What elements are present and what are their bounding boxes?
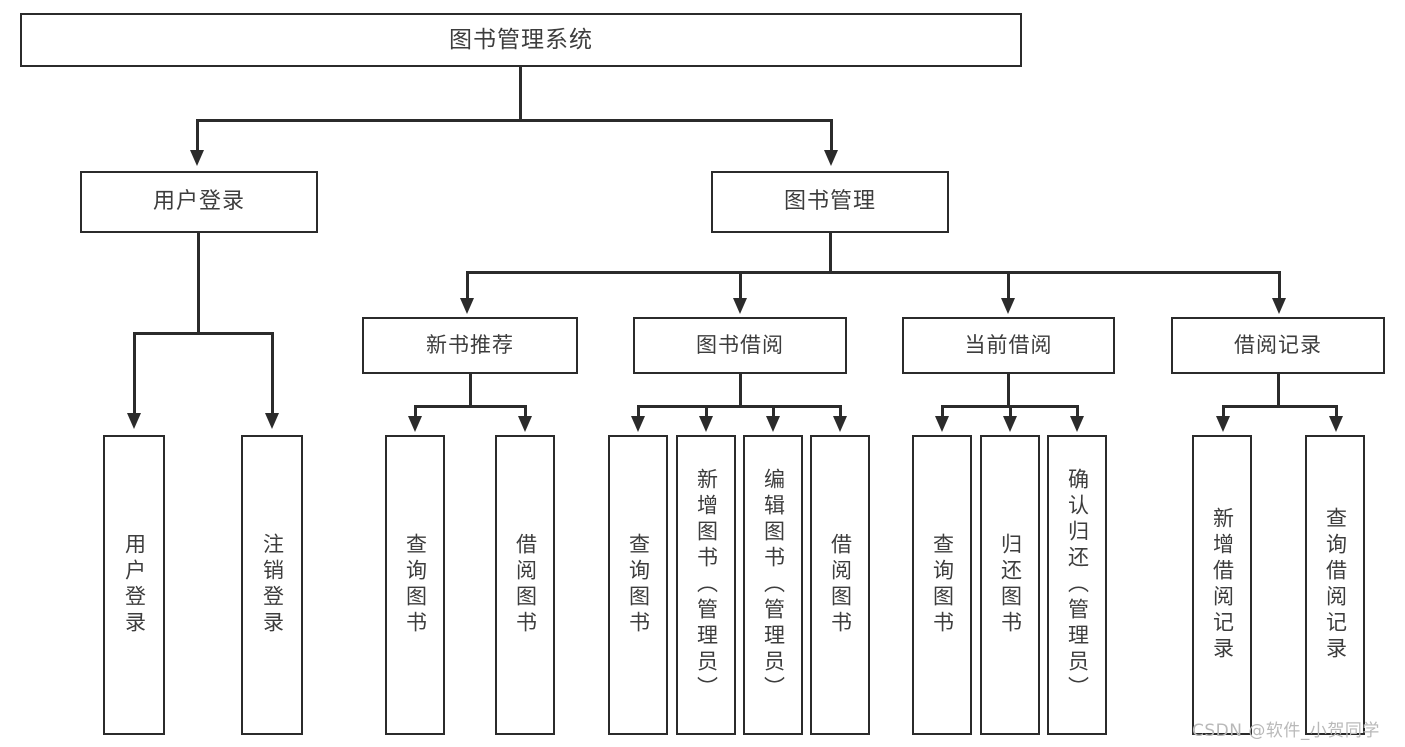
- node-book-manage[interactable]: 图书管理: [711, 171, 949, 233]
- arrowhead-leaf-return-book: [1003, 416, 1017, 432]
- arrowhead-leaf-query-record: [1329, 416, 1343, 432]
- connector-to-leaf-user-login: [133, 332, 136, 414]
- node-leaf-edit-book[interactable]: 编辑图书（管理员）: [743, 435, 803, 735]
- arrowhead-leaf-user-login: [127, 413, 141, 429]
- arrowhead-leaf-query-book-1: [408, 416, 422, 432]
- arrowhead-leaf-query-book-3: [935, 416, 949, 432]
- connector-to-leaf-return-book: [1009, 405, 1012, 417]
- arrowhead-current-borrow: [1001, 298, 1015, 314]
- arrowhead-book-manage: [824, 150, 838, 166]
- csdn-watermark: CSDN @软件_小贺同学: [1192, 721, 1380, 741]
- node-leaf-query-book-1-label: 查询图书: [403, 533, 428, 637]
- node-borrow-record[interactable]: 借阅记录: [1171, 317, 1385, 374]
- connector-user-login-bus: [133, 332, 273, 335]
- node-current-borrow[interactable]: 当前借阅: [902, 317, 1115, 374]
- node-root[interactable]: 图书管理系统: [20, 13, 1022, 67]
- arrowhead-leaf-add-record: [1216, 416, 1230, 432]
- node-leaf-borrow-book-2-label: 借阅图书: [828, 533, 853, 637]
- arrowhead-new-book-recommend: [460, 298, 474, 314]
- node-leaf-add-record-label: 新增借阅记录: [1210, 507, 1235, 663]
- node-leaf-confirm-return-label: 确认归还（管理员）: [1065, 468, 1090, 702]
- connector-to-leaf-user-logout: [271, 332, 274, 414]
- connector-to-book-borrow: [739, 271, 742, 299]
- node-leaf-confirm-return[interactable]: 确认归还（管理员）: [1047, 435, 1107, 735]
- connector-root-bus: [196, 119, 833, 122]
- arrowhead-leaf-edit-book: [766, 416, 780, 432]
- arrowhead-user-login: [190, 150, 204, 166]
- connector-borrow-record-bus: [1222, 405, 1337, 408]
- connector-to-leaf-add-record: [1222, 405, 1225, 417]
- connector-user-login-stem: [197, 233, 200, 334]
- node-leaf-query-book-2-label: 查询图书: [626, 533, 651, 637]
- node-leaf-query-record[interactable]: 查询借阅记录: [1305, 435, 1365, 735]
- arrowhead-leaf-confirm-return: [1070, 416, 1084, 432]
- connector-book-borrow-stem: [739, 374, 742, 407]
- node-leaf-query-book-3-label: 查询图书: [930, 533, 955, 637]
- node-new-book-recommend-label: 新书推荐: [426, 333, 514, 358]
- node-user-login-label: 用户登录: [152, 189, 245, 215]
- node-book-manage-label: 图书管理: [783, 189, 876, 215]
- node-leaf-user-logout-label: 注销登录: [260, 533, 285, 637]
- connector-to-leaf-query-book-3: [941, 405, 944, 417]
- node-leaf-add-record[interactable]: 新增借阅记录: [1192, 435, 1252, 735]
- connector-book-borrow-bus: [637, 405, 841, 408]
- connector-to-leaf-confirm-return: [1076, 405, 1079, 417]
- connector-to-leaf-borrow-book-2: [839, 405, 842, 417]
- connector-to-leaf-query-book-2: [637, 405, 640, 417]
- node-leaf-add-book-label: 新增图书（管理员）: [694, 468, 719, 702]
- arrowhead-leaf-add-book: [699, 416, 713, 432]
- node-leaf-user-logout[interactable]: 注销登录: [241, 435, 303, 735]
- arrowhead-leaf-user-logout: [265, 413, 279, 429]
- connector-root-to-user-login: [196, 119, 199, 151]
- connector-to-new-book-recommend: [466, 271, 469, 299]
- node-user-login[interactable]: 用户登录: [80, 171, 318, 233]
- node-leaf-query-book-1[interactable]: 查询图书: [385, 435, 445, 735]
- node-leaf-borrow-book-1-label: 借阅图书: [513, 533, 538, 637]
- node-leaf-borrow-book-2[interactable]: 借阅图书: [810, 435, 870, 735]
- connector-to-leaf-query-record: [1335, 405, 1338, 417]
- node-leaf-query-book-2[interactable]: 查询图书: [608, 435, 668, 735]
- connector-to-leaf-borrow-book-1: [524, 405, 527, 417]
- node-leaf-user-login[interactable]: 用户登录: [103, 435, 165, 735]
- connector-borrow-record-stem: [1277, 374, 1280, 407]
- node-new-book-recommend[interactable]: 新书推荐: [362, 317, 578, 374]
- connector-root-to-book-manage: [830, 119, 833, 151]
- node-leaf-edit-book-label: 编辑图书（管理员）: [761, 468, 786, 702]
- node-root-label: 图书管理系统: [449, 26, 593, 53]
- connector-to-current-borrow: [1007, 271, 1010, 299]
- connector-book-manage-stem: [829, 233, 832, 273]
- node-book-borrow-label: 图书借阅: [696, 333, 784, 358]
- node-leaf-add-book[interactable]: 新增图书（管理员）: [676, 435, 736, 735]
- connector-book-manage-bus: [466, 271, 1280, 274]
- node-book-borrow[interactable]: 图书借阅: [633, 317, 847, 374]
- connector-to-borrow-record: [1278, 271, 1281, 299]
- connector-root-stem: [519, 67, 522, 121]
- arrowhead-leaf-borrow-book-1: [518, 416, 532, 432]
- arrowhead-book-borrow: [733, 298, 747, 314]
- node-leaf-query-record-label: 查询借阅记录: [1323, 507, 1348, 663]
- node-leaf-return-book[interactable]: 归还图书: [980, 435, 1040, 735]
- node-leaf-query-book-3[interactable]: 查询图书: [912, 435, 972, 735]
- connector-new-book-recommend-stem: [469, 374, 472, 407]
- node-leaf-return-book-label: 归还图书: [998, 533, 1023, 637]
- arrowhead-leaf-borrow-book-2: [833, 416, 847, 432]
- node-borrow-record-label: 借阅记录: [1234, 333, 1322, 358]
- arrowhead-borrow-record: [1272, 298, 1286, 314]
- arrowhead-leaf-query-book-2: [631, 416, 645, 432]
- connector-current-borrow-stem: [1007, 374, 1010, 407]
- node-current-borrow-label: 当前借阅: [964, 333, 1053, 358]
- connector-to-leaf-query-book-1: [414, 405, 417, 417]
- node-leaf-user-login-label: 用户登录: [122, 533, 147, 637]
- connector-new-book-recommend-bus: [414, 405, 526, 408]
- connector-to-leaf-edit-book: [772, 405, 775, 417]
- node-leaf-borrow-book-1[interactable]: 借阅图书: [495, 435, 555, 735]
- connector-to-leaf-add-book: [705, 405, 708, 417]
